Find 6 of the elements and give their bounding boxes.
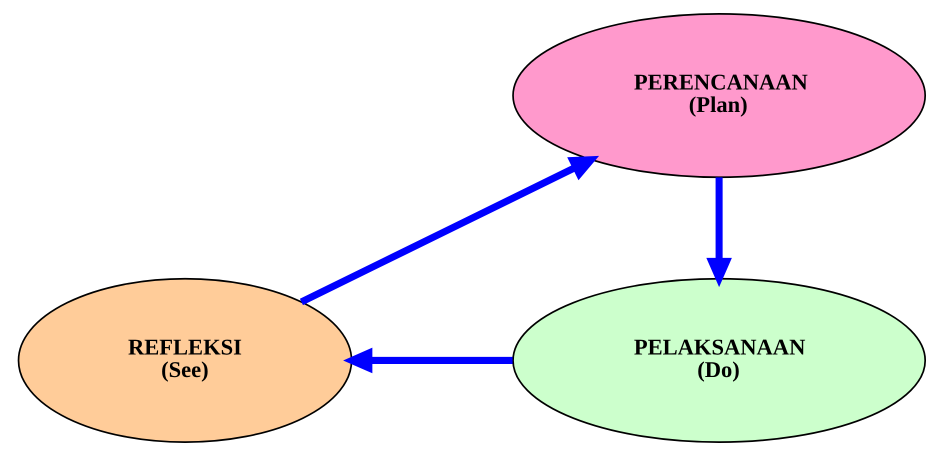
node-ellipse: PERENCANAAN (Plan) — [512, 13, 926, 178]
node-ellipse: REFLEKSI (See) — [17, 278, 352, 443]
arrow — [299, 156, 599, 306]
node-ellipse: PELAKSANAAN (Do) — [512, 278, 926, 443]
arrow — [342, 348, 512, 374]
arrow — [706, 177, 732, 288]
